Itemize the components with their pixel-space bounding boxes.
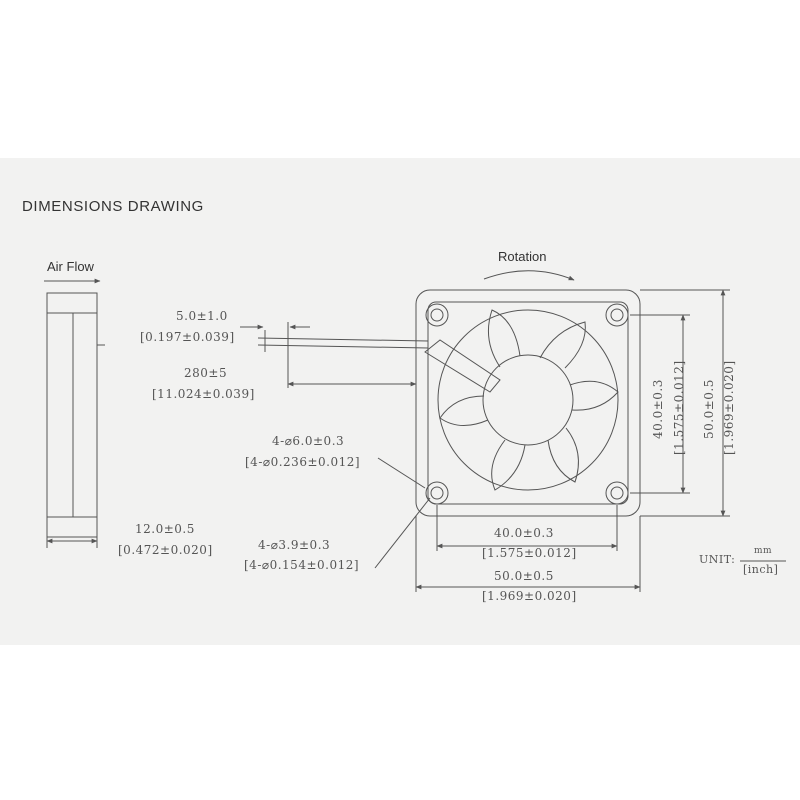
lead-strip-dimension-inch: [0.197±0.039] [140, 330, 235, 344]
page-title: DIMENSIONS DRAWING [22, 198, 204, 215]
thickness-dimension-inch: [0.472±0.020] [118, 543, 213, 557]
unit-prefix: UNIT: [699, 553, 736, 566]
hole-leaders [374, 457, 431, 569]
hole-pitch-horizontal-inch: [1.575±0.012] [482, 546, 577, 560]
frame-width-mm: 50.0±0.5 [494, 569, 554, 583]
lead-length-dimension-inch: [11.024±0.039] [152, 387, 255, 401]
fan-front-view [415, 289, 641, 517]
unit-denominator: [inch] [743, 563, 779, 576]
lead-strip-dimension-mm: 5.0±1.0 [176, 309, 228, 323]
small-hole-dimension-inch: [4-⌀0.154±0.012] [244, 558, 360, 572]
rotation-label: Rotation [498, 249, 547, 264]
air-flow-label: Air Flow [47, 259, 94, 274]
large-hole-dimension-inch: [4-⌀0.236±0.012] [245, 455, 361, 469]
lead-wires [240, 322, 429, 392]
frame-height-mm: 50.0±0.5 [702, 379, 716, 439]
thickness-dimension-mm: 12.0±0.5 [135, 522, 195, 536]
frame-width-inch: [1.969±0.020] [482, 589, 577, 603]
unit-numerator: mm [754, 546, 773, 556]
vertical-dimensions [630, 289, 730, 517]
horizontal-dimensions [415, 505, 641, 592]
rotation-arrow [483, 270, 575, 281]
fan-side-view [46, 292, 105, 548]
large-hole-dimension-mm: 4-⌀6.0±0.3 [272, 434, 345, 448]
hole-pitch-horizontal-mm: 40.0±0.3 [494, 526, 554, 540]
hole-pitch-vertical-mm: 40.0±0.3 [651, 379, 665, 439]
frame-height-inch: [1.969±0.020] [722, 360, 736, 455]
hole-pitch-vertical-inch: [1.575±0.012] [672, 360, 686, 455]
small-hole-dimension-mm: 4-⌀3.9±0.3 [258, 538, 331, 552]
drawing-background [0, 158, 800, 645]
lead-length-dimension-mm: 280±5 [184, 366, 228, 380]
